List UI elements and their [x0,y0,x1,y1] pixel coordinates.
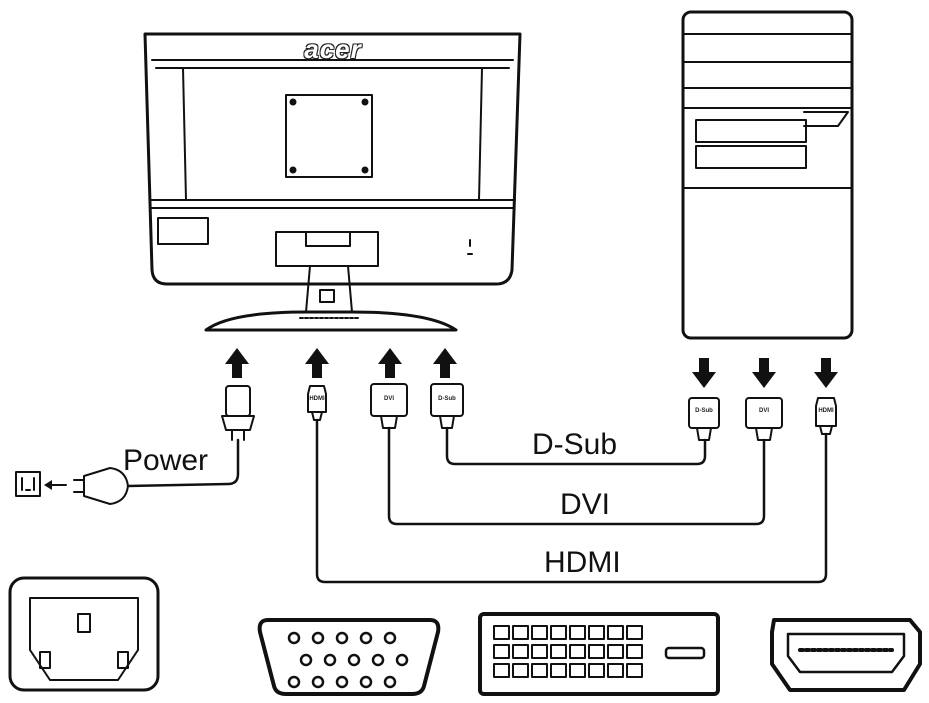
hdmi-cable [315,418,828,584]
connection-arrows [225,348,838,388]
pc-tower-illustration [681,10,854,340]
dvi-cable-label: DVI [560,488,611,521]
monitor-illustration [143,32,522,332]
plug-tag-monitor-dsub: D-Sub [438,396,456,402]
down-arrow-dsub [692,358,716,388]
dsub-cable-label: D-Sub [532,428,618,461]
dvi-cable [387,426,766,526]
plug-tag-monitor-hdmi: HDMI [309,396,325,402]
power-cable-label: Power [123,444,209,477]
up-arrow-dsub [433,348,457,378]
plug-tag-pc-hdmi: HDMI [818,408,834,414]
down-arrow-dvi [752,358,776,388]
cable-lines [126,418,828,584]
up-arrow-hdmi [305,348,329,378]
up-arrow-power [225,348,249,378]
monitor-side-port [157,217,209,245]
plug-tag-monitor-dvi: DVI [383,396,394,402]
ac-power-socket-icon [8,576,160,692]
vesa-mount-plate [285,94,373,178]
plug-tag-pc-dvi: DVI [758,408,769,414]
power-cable [126,438,240,488]
hdmi-cable-label: HDMI [544,546,621,579]
down-arrow-hdmi [814,358,838,388]
plug-tag-pc-dsub: D-Sub [695,408,713,414]
up-arrow-dvi [378,348,402,378]
dvi-port-icon [478,612,720,696]
dsub-cable [445,426,707,466]
brand-logo: acer [304,34,362,64]
hdmi-port-icon [770,618,922,692]
vga-port-icon [257,618,441,696]
